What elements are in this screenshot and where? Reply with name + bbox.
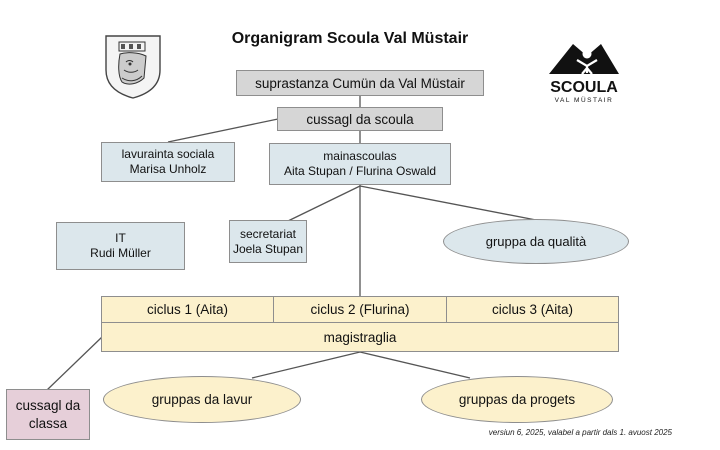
node-ciclus-1: ciclus 1 (Aita) (101, 296, 274, 323)
node-cussagl-da-scoula: cussagl da scoula (277, 107, 443, 131)
node-gruppa-da-qualita: gruppa da qualità (443, 219, 629, 264)
node-gruppas-da-progets: gruppas da progets (421, 376, 613, 423)
node-ciclus-2: ciclus 2 (Flurina) (273, 296, 447, 323)
node-gruppas-da-lavur: gruppas da lavur (103, 376, 301, 423)
node-gruppa-qualita-label: gruppa da qualità (485, 234, 587, 249)
node-mainascoulas-role: mainascoulas (323, 149, 397, 163)
node-magistraglia: magistraglia (101, 322, 619, 352)
line-magistraglia-lavurainta-groups (251, 351, 361, 379)
node-secretariat-person: Joela Stupan (232, 241, 304, 256)
node-cussagl-classa-line2: classa (28, 415, 68, 431)
node-suprastanza: suprastanza Cumün da Val Müstair (236, 70, 484, 96)
node-cussagl-label: cussagl da scoula (306, 111, 414, 127)
node-lavurainta-person: Marisa Unholz (129, 162, 207, 176)
node-lavurainta-role: lavurainta sociala (121, 147, 215, 161)
line-mainascoulas-secretariat (287, 185, 361, 222)
line-magistraglia-classa (46, 336, 103, 391)
municipal-crest-icon (105, 35, 161, 99)
node-ciclus-3-label: ciclus 3 (Aita) (491, 302, 574, 317)
node-gruppas-progets-label: gruppas da progets (458, 392, 576, 407)
line-magistraglia-progets (359, 351, 471, 379)
logo-text-main: SCOULA (550, 79, 618, 96)
line-mainascoulas-qualita (359, 185, 537, 221)
line-cussagl-lavurainta (167, 118, 279, 143)
node-mainascoulas: mainascoulas Aita Stupan / Flurina Oswal… (269, 143, 451, 185)
node-it: IT Rudi Müller (56, 222, 185, 270)
node-ciclus-3: ciclus 3 (Aita) (446, 296, 619, 323)
node-suprastanza-label: suprastanza Cumün da Val Müstair (255, 75, 465, 91)
node-secretariat: secretariat Joela Stupan (229, 220, 307, 263)
node-gruppas-lavur-label: gruppas da lavur (151, 392, 253, 407)
node-secretariat-role: secretariat (239, 226, 297, 241)
page-title: Organigram Scoula Val Müstair (231, 30, 469, 47)
node-ciclus-1-label: ciclus 1 (Aita) (146, 302, 229, 317)
logo-text-sub: VAL MÜSTAIR (555, 96, 614, 104)
scoula-logo-icon: SCOULA VAL MÜSTAIR (549, 44, 619, 104)
node-it-role: IT (115, 231, 126, 245)
version-footnote: versiun 6, 2025, valabel a partir dals 1… (488, 428, 672, 437)
node-magistraglia-label: magistraglia (323, 329, 397, 345)
node-cussagl-da-classa: cussagl da classa (6, 389, 90, 440)
node-ciclus-2-label: ciclus 2 (Flurina) (310, 302, 410, 317)
node-it-person: Rudi Müller (90, 246, 151, 260)
node-lavurainta-sociala: lavurainta sociala Marisa Unholz (101, 142, 235, 182)
node-mainascoulas-persons: Aita Stupan / Flurina Oswald (283, 164, 437, 178)
node-cussagl-classa-line1: cussagl da (15, 397, 81, 413)
